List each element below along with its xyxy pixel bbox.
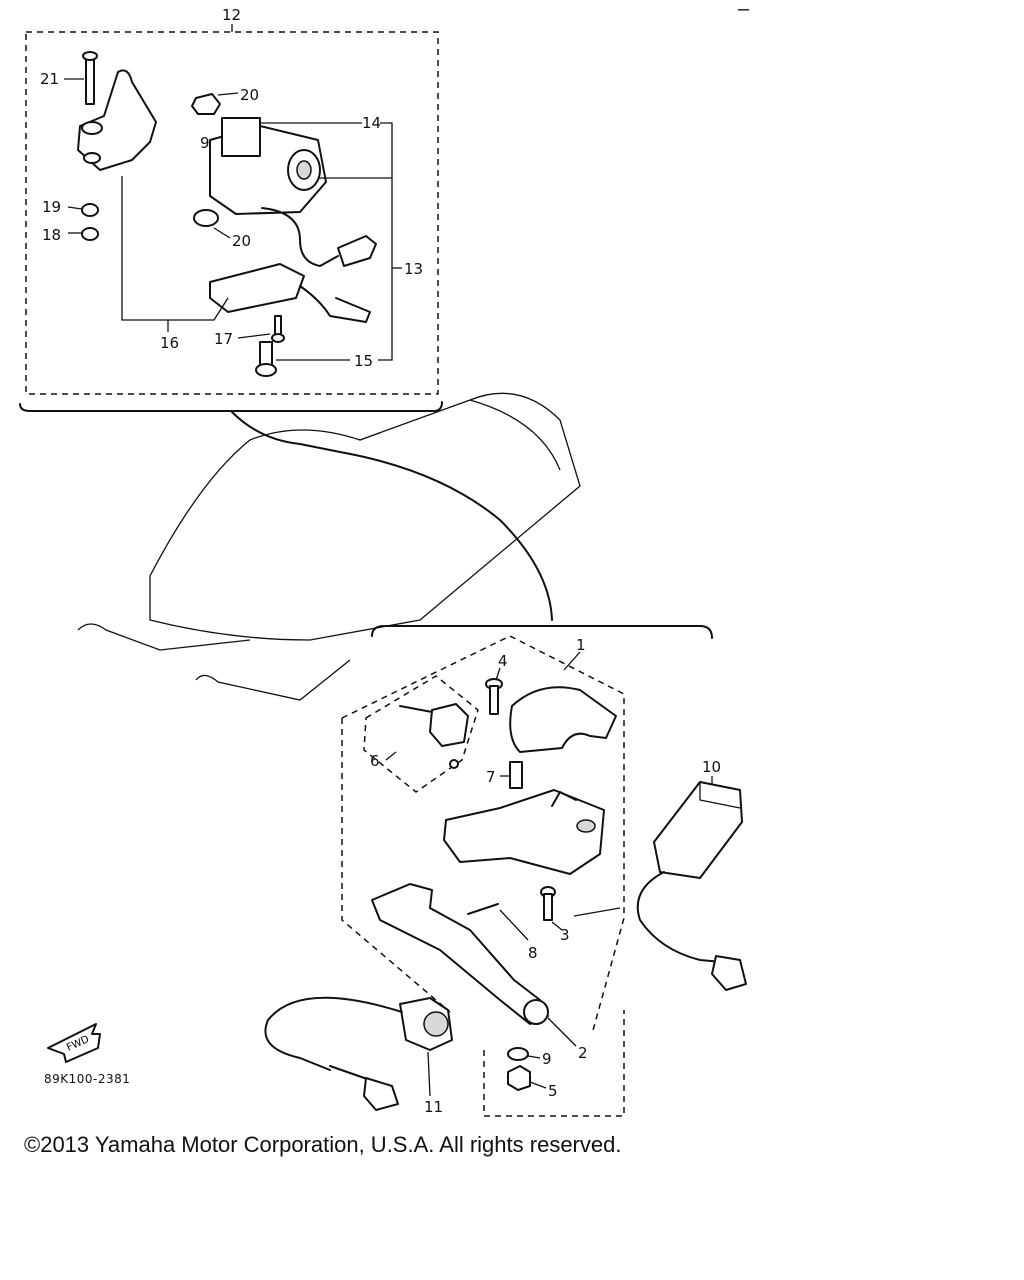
nut-18: [81, 227, 99, 241]
switch-body-14: [209, 117, 377, 267]
relay-10: [636, 781, 747, 991]
throttle-cable: [231, 411, 553, 621]
callout-7: 7: [486, 768, 496, 786]
bolt-21: [82, 51, 98, 105]
callout-9: 9: [542, 1050, 552, 1068]
nut-20-top: [191, 93, 221, 115]
nut-5: [507, 1065, 531, 1091]
cover-plate-16: [209, 263, 371, 323]
washer-9-lower: [507, 1047, 529, 1061]
housing-cover: [509, 686, 617, 753]
diagram-code: 89K100-2381: [44, 1072, 131, 1086]
callout-9-top: 9: [200, 134, 210, 152]
housing-base: [443, 789, 605, 875]
screw-4: [485, 678, 503, 715]
callout-1: 1: [576, 636, 586, 654]
fwd-arrow-icon: FWD: [47, 1023, 101, 1063]
lever-2: [371, 883, 549, 1025]
inset-outline-1: [341, 625, 713, 1117]
callout-19: 19: [42, 198, 61, 216]
callout-15: 15: [354, 352, 373, 370]
callout-20-bottom: 20: [232, 232, 251, 250]
callout-11: 11: [424, 1098, 443, 1116]
callout-labels: 12 21 20 14 19 18 20 13 16 17 15 1 4 6 7…: [40, 6, 721, 1116]
copyright-notice: ©2013 Yamaha Motor Corporation, U.S.A. A…: [24, 1132, 622, 1157]
callout-4: 4: [498, 652, 508, 670]
callout-8: 8: [528, 944, 538, 962]
corner-mark: –: [738, 0, 750, 20]
inset-box-12: [19, 24, 443, 412]
pin-7: [509, 761, 523, 789]
callout-5: 5: [548, 1082, 558, 1100]
callout-20-top: 20: [240, 86, 259, 104]
screw-8: [467, 903, 499, 915]
screw-3: [540, 886, 556, 921]
snowmobile-outline: [77, 392, 581, 701]
callout-14: 14: [362, 114, 381, 132]
washer-19: [81, 203, 99, 217]
leader-lines-top: [64, 78, 402, 361]
callout-12: 12: [222, 6, 241, 24]
callout-17: 17: [214, 330, 233, 348]
bolt-15: [255, 341, 277, 377]
callout-18: 18: [42, 226, 61, 244]
callout-21: 21: [40, 70, 59, 88]
grommet-20-bottom: [193, 209, 219, 227]
callout-3: 3: [560, 926, 570, 944]
leader-lines-lower: [385, 651, 713, 1097]
bracket-plate: [77, 69, 157, 171]
callout-6: 6: [370, 752, 380, 770]
callout-2: 2: [578, 1044, 588, 1062]
adjuster-6: [399, 703, 469, 769]
throttle-switch-11: [264, 996, 453, 1111]
callout-16: 16: [160, 334, 179, 352]
callout-10: 10: [702, 758, 721, 776]
screw-17: [271, 315, 285, 343]
callout-13: 13: [404, 260, 423, 278]
